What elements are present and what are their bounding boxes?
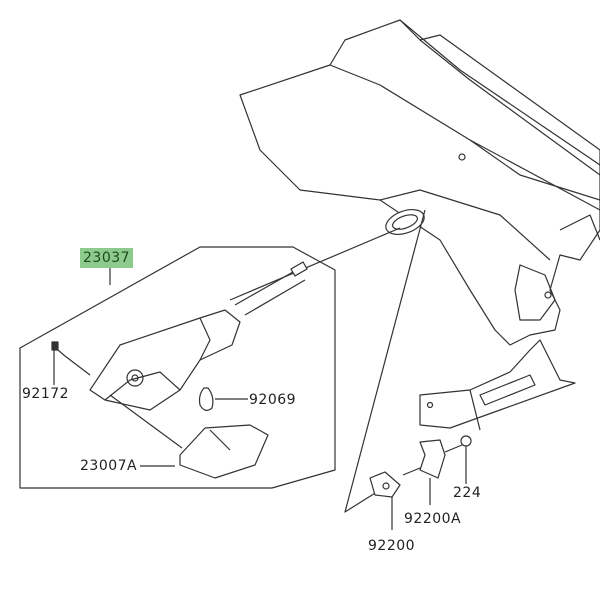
part-label-23037[interactable]: 23037 — [80, 248, 134, 268]
rear-frame-drawing — [239, 19, 600, 346]
part-label-224[interactable]: 224 — [453, 485, 482, 501]
part-label-23007a[interactable]: 23007A — [80, 458, 138, 474]
part-label-92200a[interactable]: 92200A — [404, 511, 462, 527]
lens-drawing — [109, 394, 269, 479]
bolt-drawing — [444, 435, 472, 484]
lower-bracket-drawing — [419, 339, 576, 431]
leader-assembly — [229, 227, 401, 301]
clamp-plate-drawing — [369, 471, 401, 530]
bulb-drawing — [198, 387, 248, 411]
clamp-drawing — [402, 439, 446, 505]
assembly-frame — [19, 246, 336, 489]
part-label-92069[interactable]: 92069 — [249, 392, 297, 408]
screw-drawing — [51, 341, 91, 385]
turn-signal-drawing — [89, 261, 308, 411]
part-label-92200[interactable]: 92200 — [368, 538, 416, 554]
part-label-92172[interactable]: 92172 — [22, 386, 70, 402]
leader-triangle — [344, 209, 426, 513]
